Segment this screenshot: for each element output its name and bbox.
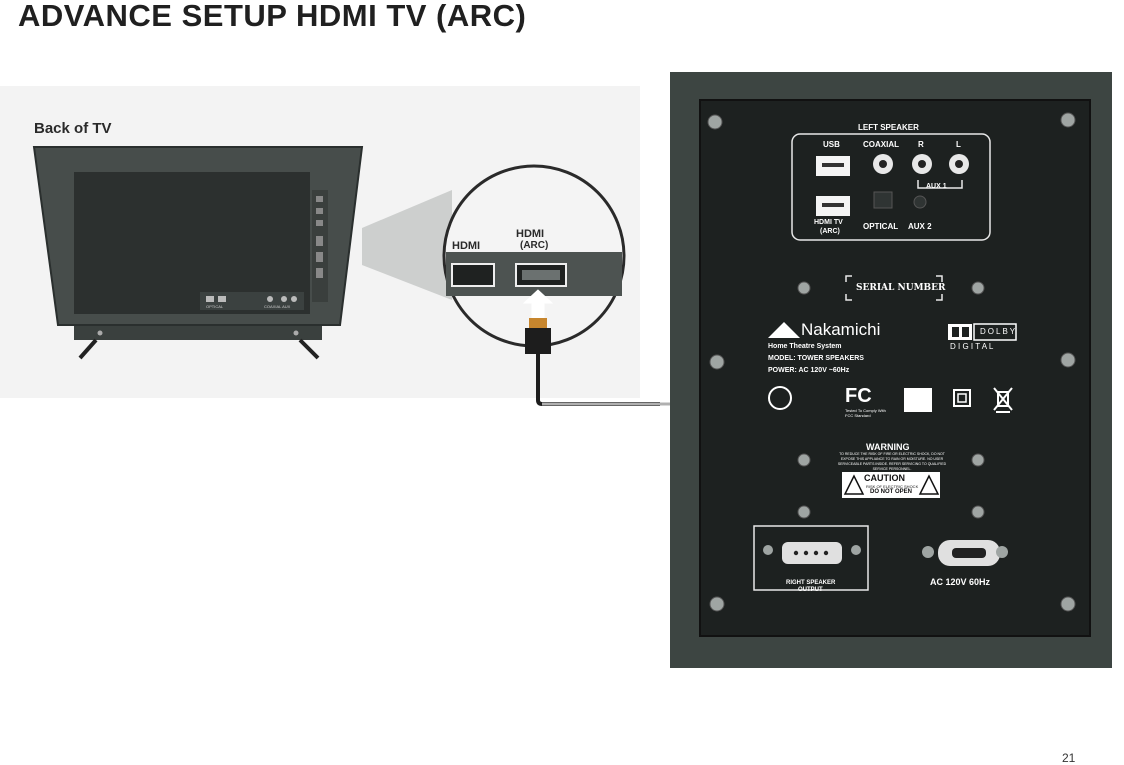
dolby-label: DOLBY xyxy=(980,327,1018,336)
caution-title: CAUTION xyxy=(864,473,905,483)
serial-number-label: SERIAL NUMBER xyxy=(856,283,946,293)
warning-text: TO REDUCE THE RISK OF FIRE OR ELECTRIC S… xyxy=(837,452,947,471)
page-number: 21 xyxy=(1062,751,1076,765)
caution-subtext-1: RISK OF ELECTRIC SHOCK xyxy=(866,484,919,489)
etl-mark-icon xyxy=(768,386,792,410)
caution-exclamation-icon xyxy=(918,474,940,495)
back-of-tv-label: Back of TV xyxy=(34,120,112,137)
tv-optical-label: OPTICAL xyxy=(206,304,224,309)
hdmi-arc-label: (ARC) xyxy=(820,228,840,235)
zoom-arc-label: (ARC) xyxy=(520,240,549,251)
zoom-hdmi-right-label: HDMI xyxy=(516,228,545,240)
aux2-label: AUX 2 xyxy=(908,222,932,231)
brand-name: Nakamichi xyxy=(801,320,881,339)
r-label: R xyxy=(918,140,924,149)
serial-number-frame xyxy=(845,275,943,301)
speaker-inner-plate xyxy=(699,99,1091,637)
warning-title: WARNING xyxy=(866,442,910,452)
l-label: L xyxy=(956,140,961,149)
right-speaker-frame xyxy=(753,525,869,591)
aux1-label: AUX 1 xyxy=(926,183,947,190)
screw-icons xyxy=(707,112,1076,612)
left-speaker-label: LEFT SPEAKER xyxy=(858,123,919,132)
shock-warning-icon xyxy=(843,474,865,495)
right-speaker-output-port[interactable] xyxy=(782,542,842,564)
weee-bin-icon xyxy=(993,387,1013,413)
hdmi-tv-label: HDMI TV xyxy=(814,219,843,226)
zoom-hdmi-left-label: HDMI xyxy=(452,240,481,252)
caution-subtext-2: DO NOT OPEN xyxy=(870,489,913,495)
optical-label: OPTICAL xyxy=(863,222,899,231)
optical-port[interactable] xyxy=(873,191,893,209)
product-name: Home Theatre System xyxy=(768,343,842,350)
tv-back xyxy=(32,146,364,360)
right-speaker-label: RIGHT SPEAKER xyxy=(786,580,836,586)
right-speaker-output-label: OUTPUT xyxy=(798,587,823,593)
zoom-cone xyxy=(362,190,452,300)
usb-label: USB xyxy=(823,140,840,149)
energy-star-icon xyxy=(904,388,932,412)
fcc-note: Tested To Comply With FCC Standard xyxy=(845,408,886,418)
ac-input-label: AC 120V 60Hz xyxy=(930,577,991,587)
fcc-logo: FC xyxy=(845,385,872,407)
model-label: MODEL: TOWER SPEAKERS xyxy=(768,355,864,362)
nakamichi-logo-icon xyxy=(768,322,800,338)
input-connector-frame xyxy=(791,133,991,241)
tv-coaxial-label: COAXIAL AUX xyxy=(264,304,291,309)
power-label: POWER: AC 120V ~60Hz xyxy=(768,367,850,374)
dolby-digital-label: D I G I T A L xyxy=(950,342,994,351)
coaxial-label: COAXIAL xyxy=(863,140,899,149)
aux2-jack[interactable] xyxy=(913,195,927,209)
double-insulation-icon xyxy=(953,389,971,407)
zoom-circle xyxy=(442,164,660,406)
page-title: ADVANCE SETUP HDMI TV (ARC) xyxy=(18,0,527,33)
